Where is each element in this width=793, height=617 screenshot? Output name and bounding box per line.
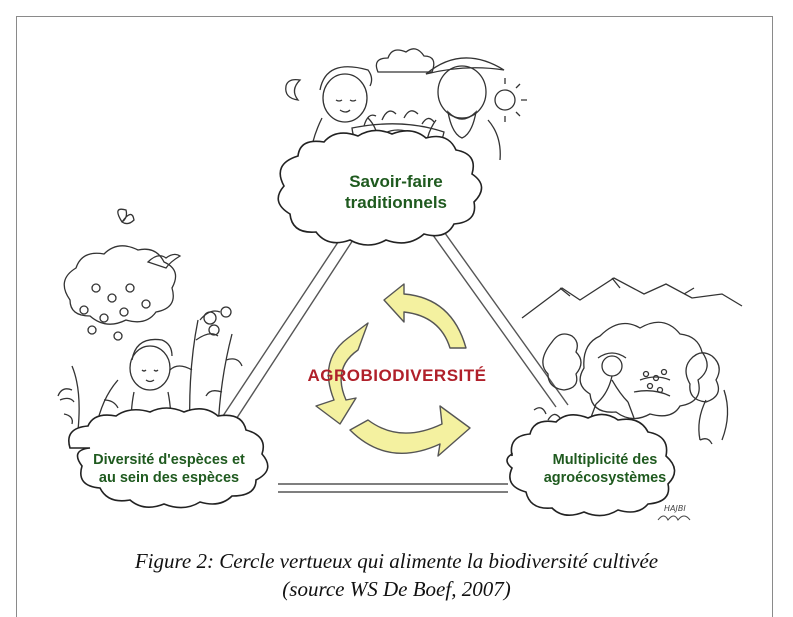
center-label: AGROBIODIVERSITÉ (307, 366, 487, 385)
node-label-top: Savoir-faire traditionnels (294, 172, 498, 213)
child-among-plants-illustration (57, 208, 243, 431)
node-label-right-line1: Multiplicité des (552, 452, 658, 468)
node-label-right: Multiplicité des agroécosystèmes (508, 452, 702, 487)
node-label-left-line1: Diversité d'espèces et (93, 452, 245, 468)
node-label-left: Diversité d'espèces et au sein des espèc… (64, 452, 274, 487)
node-label-top-line2: traditionnels (344, 192, 447, 212)
figure-frame (16, 16, 773, 617)
diagram-illustration (57, 48, 743, 521)
artist-signature-mark (657, 515, 691, 521)
arrow-top-icon (383, 283, 467, 349)
caption-line1: Figure 2: Cercle vertueux qui alimente l… (134, 549, 659, 573)
node-label-left-line2: au sein des espèces (98, 469, 240, 486)
cloud-node-right (506, 413, 676, 517)
cloud-node-left (68, 407, 269, 509)
arrow-left-icon (315, 322, 369, 425)
cloud-node-top (277, 129, 483, 246)
figure-caption: Figure 2: Cercle vertueux qui alimente l… (20, 547, 773, 603)
mountain-landscape-illustration (521, 277, 743, 445)
arrow-bottom-icon (349, 405, 471, 457)
triangle-edges (214, 214, 569, 493)
node-label-right-line2: agroécosystèmes (543, 469, 667, 486)
caption-line2: (source WS De Boef, 2007) (282, 577, 511, 601)
artist-signature: HAJBI (664, 504, 686, 513)
circular-arrows (315, 283, 471, 457)
node-label-top-line1: Savoir-faire (349, 172, 443, 191)
